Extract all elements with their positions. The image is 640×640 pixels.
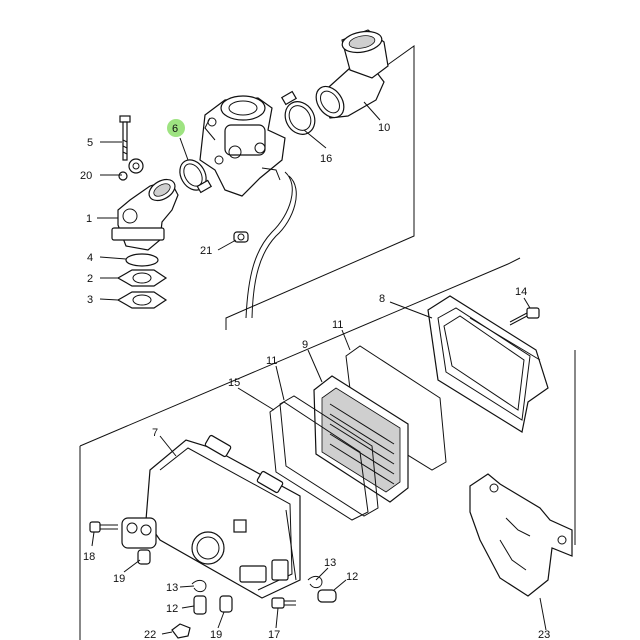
callout-12-left: 12	[166, 603, 178, 615]
part-21-hose-clip	[233, 231, 249, 243]
part-13-clip-right	[307, 575, 323, 589]
part-6-clamp	[179, 159, 213, 194]
callout-5: 5	[87, 137, 93, 149]
part-20-small-clamp	[118, 158, 144, 181]
callout-11-upper: 11	[332, 319, 343, 331]
part-16-clamp	[280, 90, 316, 135]
part-10-air-joint	[315, 29, 389, 119]
part-2-gasket	[116, 269, 168, 287]
part-18-bolt	[89, 521, 118, 533]
part-11-lower-seal	[279, 395, 379, 517]
lower-panel-top-edge	[79, 257, 521, 447]
part-22-nut	[171, 623, 191, 639]
callout-17: 17	[268, 629, 280, 640]
callout-1: 1	[86, 213, 92, 225]
callout-9: 9	[302, 339, 308, 351]
part-23-bracket	[469, 473, 573, 597]
part-14-screw	[509, 307, 540, 326]
drain-hose	[245, 171, 297, 319]
part-1-intake-joint	[111, 178, 179, 251]
callout-4: 4	[87, 252, 93, 264]
callout-19-bottom: 19	[210, 629, 222, 640]
callout-3: 3	[87, 294, 93, 306]
callout-19-left: 19	[113, 573, 125, 585]
callout-14: 14	[515, 286, 527, 298]
callout-13-left: 13	[166, 582, 178, 594]
part-12-plug-right	[317, 589, 337, 603]
callout-15: 15	[228, 377, 240, 389]
leader-lines	[91, 101, 547, 635]
callout-23: 23	[538, 629, 550, 640]
part-15-seal	[269, 401, 369, 521]
carburetor	[199, 95, 286, 197]
callout-11-lower: 11	[266, 355, 277, 367]
part-19-collar-left	[137, 549, 151, 565]
callout-18: 18	[83, 551, 95, 563]
part-5-bolt	[119, 115, 131, 161]
part-7-air-case	[121, 434, 301, 599]
part-12-plug-left	[193, 595, 207, 615]
panel-outlines	[79, 45, 576, 640]
callout-21: 21	[200, 245, 212, 257]
part-19-collar-bottom	[219, 595, 233, 613]
part-17-bolt	[271, 597, 296, 609]
upper-panel-outline	[225, 45, 415, 330]
callout-2: 2	[87, 273, 93, 285]
callout-20: 20	[80, 170, 92, 182]
callout-10: 10	[378, 122, 390, 134]
part-13-clip-left	[191, 579, 207, 593]
part-4-o-ring	[125, 253, 159, 267]
callout-7: 7	[152, 427, 158, 439]
callout-8: 8	[379, 293, 385, 305]
callout-16: 16	[320, 153, 332, 165]
callout-labels: 5 20 1 4 2 3 6 21 16 10 8 14 11 9 11 15 …	[80, 122, 550, 640]
callout-12-right: 12	[346, 571, 358, 583]
callout-13-right: 13	[324, 557, 336, 569]
callout-6-highlight	[167, 119, 185, 137]
part-3-gasket	[116, 291, 168, 309]
callout-22: 22	[144, 629, 156, 640]
part-8-case-cap	[427, 295, 549, 433]
callout-6: 6	[172, 123, 178, 135]
